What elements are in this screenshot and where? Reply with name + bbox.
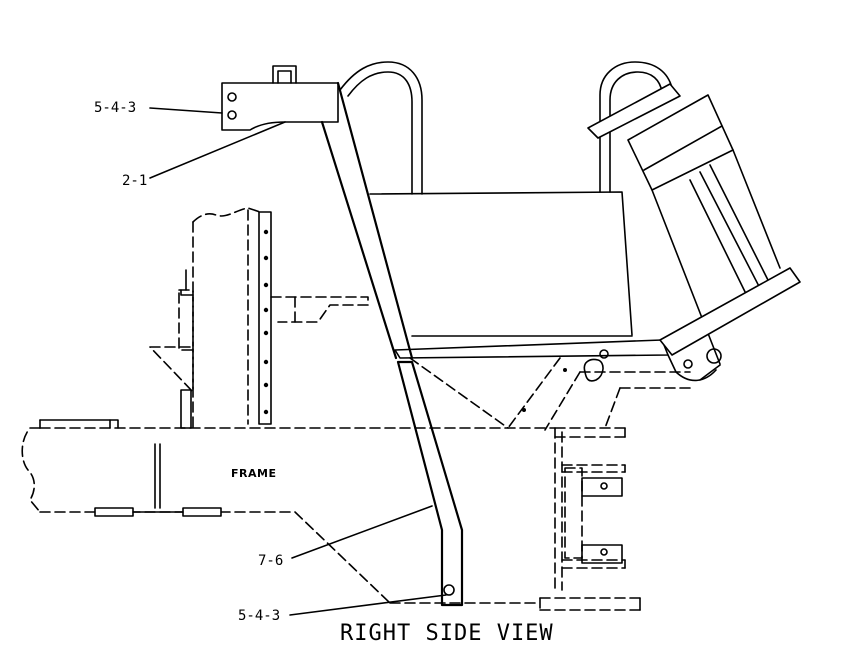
callout-leaders	[149, 107, 447, 616]
frame-beam	[21, 419, 556, 604]
callout-7-6: 7-6	[258, 553, 283, 569]
end-bracket	[539, 427, 641, 611]
cab-column	[149, 207, 369, 429]
lower-linkage	[409, 349, 691, 431]
view-title: RIGHT SIDE VIEW	[340, 621, 554, 646]
callout-5-4-3-top: 5-4-3	[94, 100, 136, 116]
callout-2-1: 2-1	[122, 173, 147, 189]
callout-5-4-3-bottom: 5-4-3	[238, 608, 280, 624]
frame-label: FRAME	[231, 467, 276, 480]
right-grab-handle	[599, 61, 673, 193]
support-arm	[320, 81, 464, 607]
cylinder-assembly	[587, 83, 801, 382]
left-grab-handle	[339, 61, 423, 195]
tank-box	[369, 191, 669, 359]
mounting-plate	[221, 65, 339, 131]
